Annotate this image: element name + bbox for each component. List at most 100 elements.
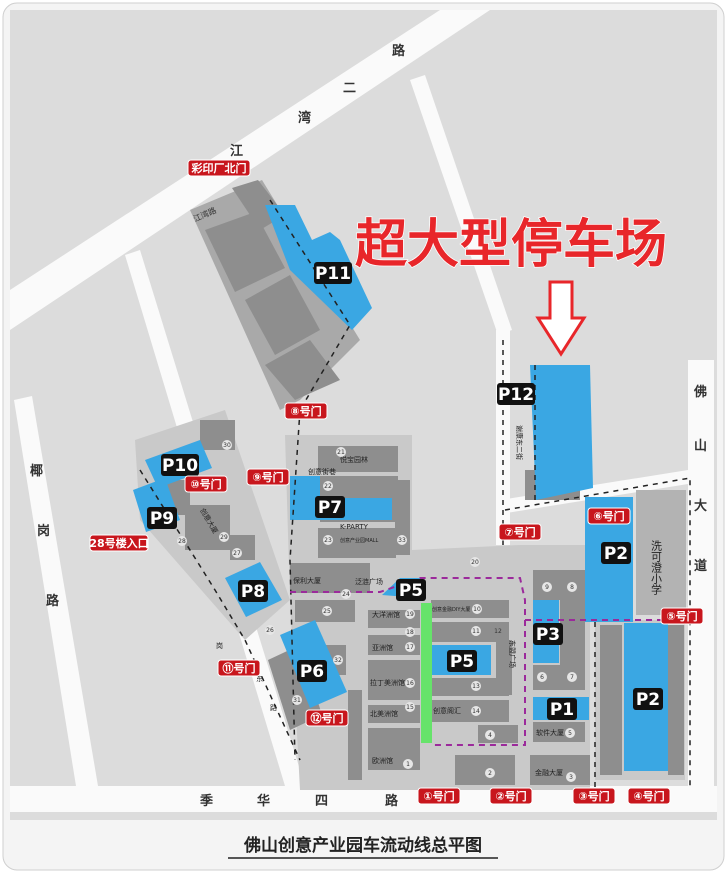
gate-2: ②号门 — [489, 787, 533, 805]
svg-text:保利大厦: 保利大厦 — [293, 576, 321, 585]
svg-text:30: 30 — [223, 442, 231, 449]
road-label: 路 — [385, 793, 399, 809]
svg-text:29: 29 — [220, 534, 228, 541]
building-numbers: 1 2 3 4 5 6 7 8 9 10 11 12 13 14 15 16 1… — [177, 440, 577, 782]
svg-text:P5: P5 — [450, 652, 474, 672]
parking-label-p12: P12 — [497, 383, 535, 405]
gate-4: ④号门 — [627, 787, 671, 805]
parking-label-p10: P10 — [161, 454, 199, 476]
road-label: 路 — [46, 593, 60, 609]
gate-5: ⑤号门 — [660, 607, 704, 625]
svg-text:19: 19 — [406, 611, 414, 618]
parking-label-p11: P11 — [314, 262, 352, 284]
road-foshan-avenue — [688, 360, 714, 790]
svg-text:⑪号门: ⑪号门 — [223, 661, 256, 675]
gate-3: ③号门 — [572, 787, 616, 805]
parking-label-p9: P9 — [147, 507, 177, 529]
svg-text:31: 31 — [293, 697, 301, 704]
svg-text:3: 3 — [569, 774, 573, 781]
svg-text:K-PARTY: K-PARTY — [340, 523, 369, 531]
parking-label-p2-north: P2 — [601, 542, 631, 564]
road-label: 路 — [270, 703, 277, 712]
svg-text:②号门: ②号门 — [495, 789, 526, 803]
svg-text:拉丁美洲馆: 拉丁美洲馆 — [370, 678, 405, 687]
road-label: 山 — [694, 438, 707, 454]
svg-text:⑥号门: ⑥号门 — [593, 509, 624, 523]
gate-north: 彩印厂北门 — [187, 159, 251, 177]
svg-text:28号楼入口: 28号楼入口 — [89, 536, 148, 550]
school-grounds — [636, 490, 686, 615]
road-label: 季 — [199, 793, 213, 809]
svg-text:P6: P6 — [300, 662, 324, 682]
svg-text:25: 25 — [323, 608, 331, 615]
gate-6: ⑥号门 — [587, 507, 631, 525]
road-label: 大 — [694, 498, 707, 514]
svg-text:24: 24 — [342, 591, 350, 598]
svg-text:⑫号门: ⑫号门 — [311, 711, 344, 725]
svg-text:11: 11 — [472, 628, 480, 635]
arrow-down-icon — [535, 280, 587, 357]
svg-text:33: 33 — [398, 537, 406, 544]
svg-text:20: 20 — [471, 559, 479, 566]
svg-text:悦宝园林: 悦宝园林 — [340, 455, 368, 464]
road-diagonal-north — [410, 75, 512, 335]
road-label: 江 — [230, 143, 243, 159]
svg-text:④号门: ④号门 — [633, 789, 664, 803]
road-yegang — [14, 396, 98, 786]
svg-text:P9: P9 — [150, 509, 174, 529]
svg-text:欧洲馆: 欧洲馆 — [372, 756, 393, 765]
road-label: 东 — [256, 674, 263, 683]
road-label: 谢康东二街 — [515, 425, 524, 460]
svg-text:7: 7 — [570, 674, 574, 681]
road-label: 道 — [694, 558, 707, 574]
svg-text:P12: P12 — [498, 385, 534, 405]
svg-text:5: 5 — [568, 730, 572, 737]
road-label: 二 — [343, 81, 356, 96]
svg-text:12: 12 — [494, 628, 502, 635]
svg-text:21: 21 — [337, 449, 345, 456]
svg-text:14: 14 — [472, 708, 480, 715]
headline: 超大型停车场 — [355, 215, 667, 275]
parking-label-p7: P7 — [315, 496, 345, 518]
svg-text:8: 8 — [570, 584, 574, 591]
svg-text:⑨号门: ⑨号门 — [252, 470, 283, 484]
svg-text:①号门: ①号门 — [423, 789, 454, 803]
road-label: 岗 — [37, 523, 50, 539]
svg-text:软件大厦: 软件大厦 — [536, 728, 564, 737]
gate-8: ⑧号门 — [284, 402, 328, 420]
svg-text:P3: P3 — [536, 625, 560, 645]
svg-text:10: 10 — [473, 606, 481, 613]
road-label: 岗 — [216, 642, 223, 650]
parking-label-p5-small: P5 — [396, 579, 426, 601]
buildings — [165, 420, 686, 785]
svg-text:18: 18 — [406, 629, 414, 636]
map-title: 佛山创意产业园车流动线总平图 — [243, 835, 482, 856]
svg-text:16: 16 — [406, 680, 414, 687]
building-labels: 悦宝园林 创意街巷 K-PARTY 创意产业园MALL 保利大厦 泛涟广场 大洋… — [198, 455, 564, 777]
svg-text:彩印厂北门: 彩印厂北门 — [191, 161, 247, 175]
parking-label-p5: P5 — [447, 650, 477, 672]
svg-text:北美洲馆: 北美洲馆 — [370, 709, 398, 718]
parking-label-p1: P1 — [547, 698, 577, 720]
parking-label-p8: P8 — [238, 580, 268, 602]
parking-area-p12 — [530, 365, 593, 500]
svg-text:23: 23 — [324, 537, 332, 544]
svg-text:⑩号门: ⑩号门 — [190, 477, 221, 491]
svg-text:26: 26 — [266, 627, 274, 634]
svg-text:P8: P8 — [241, 582, 265, 602]
svg-text:32: 32 — [334, 657, 342, 664]
road-label: 湾 — [298, 110, 311, 126]
svg-text:⑦号门: ⑦号门 — [504, 525, 535, 539]
svg-text:9: 9 — [545, 584, 549, 591]
svg-text:创意产业园MALL: 创意产业园MALL — [340, 537, 379, 544]
svg-text:③号门: ③号门 — [578, 789, 609, 803]
svg-text:⑧号门: ⑧号门 — [290, 404, 321, 418]
gate-7: ⑦号门 — [498, 523, 542, 541]
svg-text:22: 22 — [324, 483, 332, 490]
svg-text:P7: P7 — [318, 498, 342, 518]
road-label: 华 — [257, 793, 270, 809]
svg-text:金融大厦: 金融大厦 — [535, 768, 563, 777]
gate-12: ⑫号门 — [305, 709, 349, 727]
svg-text:6: 6 — [540, 674, 544, 681]
